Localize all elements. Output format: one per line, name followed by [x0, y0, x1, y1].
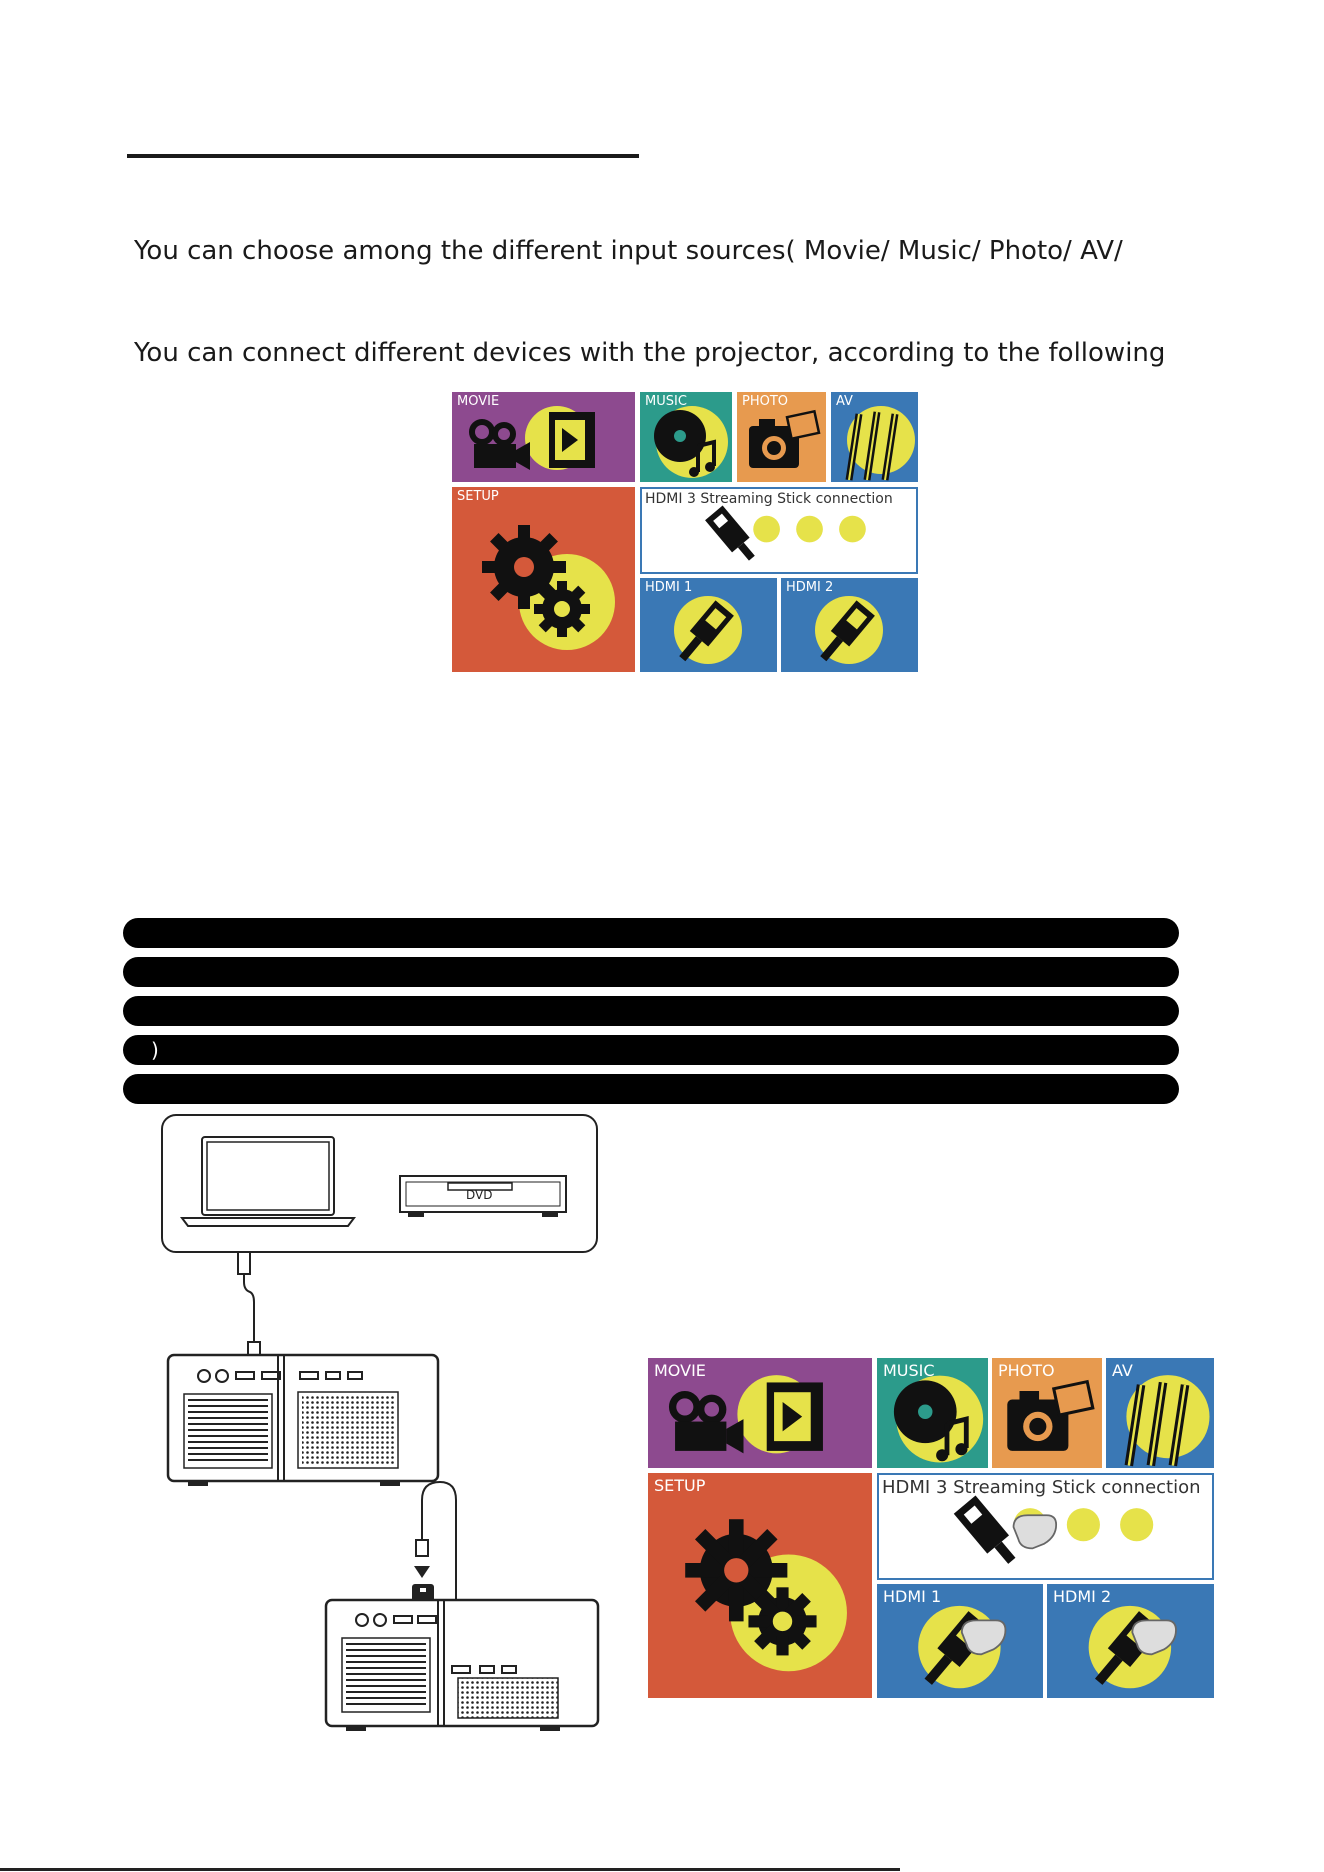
tile-label-movie: MOVIE — [457, 394, 500, 409]
section-heading-underline — [127, 154, 639, 158]
instruction-bar-2 — [123, 957, 1179, 987]
tile-music[interactable]: MUSIC — [877, 1358, 988, 1468]
hdmi-cable-icon — [815, 596, 883, 664]
page-bottom-rule — [0, 1868, 900, 1871]
hdmi-stick-icon — [953, 1495, 1154, 1564]
dvd-label: DVD — [466, 1188, 493, 1202]
instruction-bar-4: ) — [123, 1035, 1179, 1065]
hdmi-stick-icon — [705, 505, 866, 561]
gear-icon — [482, 525, 615, 650]
instruction-bar-1 — [123, 918, 1179, 948]
tile-music[interactable]: MUSIC — [640, 392, 732, 482]
tile-label-photo: PHOTO — [998, 1361, 1055, 1380]
tile-label-hdmi3: HDMI 3 Streaming Stick connection — [645, 491, 893, 507]
pointing-hand-icon — [1012, 1514, 1058, 1550]
tile-hdmi3[interactable]: HDMI 3 Streaming Stick connection — [877, 1473, 1214, 1580]
paragraph-connect-devices: You can connect different devices with t… — [134, 338, 1166, 368]
tile-label-music: MUSIC — [645, 394, 687, 409]
music-disc-icon — [893, 1375, 984, 1463]
tile-hdmi2[interactable]: HDMI 2 — [1047, 1584, 1214, 1698]
tile-label-setup: SETUP — [654, 1476, 706, 1495]
tile-movie[interactable]: MOVIE — [648, 1358, 872, 1468]
tile-label-hdmi2: HDMI 2 — [1053, 1587, 1112, 1606]
tile-label-setup: SETUP — [457, 489, 499, 504]
paragraph-input-sources: You can choose among the different input… — [134, 236, 1123, 266]
tile-label-photo: PHOTO — [742, 394, 789, 409]
camera-icon — [1007, 1379, 1095, 1451]
instruction-bar-3 — [123, 996, 1179, 1026]
gear-icon — [685, 1519, 847, 1672]
tile-hdmi2[interactable]: HDMI 2 — [781, 578, 918, 672]
tile-label-movie: MOVIE — [654, 1361, 706, 1380]
tile-setup[interactable]: SETUP — [648, 1473, 872, 1698]
tile-av[interactable]: AV — [831, 392, 918, 482]
tile-movie[interactable]: MOVIE — [452, 392, 635, 482]
tile-hdmi3[interactable]: HDMI 3 Streaming Stick connection — [640, 487, 918, 574]
input-source-menu-small: MOVIE MUSIC PHOTO AV — [452, 392, 918, 672]
projector-icon — [324, 1598, 600, 1731]
instruction-bar-4-text: ) — [151, 1038, 159, 1062]
tile-label-av: AV — [836, 394, 853, 409]
hdmi-cable-icon — [1088, 1605, 1177, 1689]
camera-icon — [749, 409, 821, 468]
movie-camera-icon — [668, 1375, 823, 1454]
tile-hdmi1[interactable]: HDMI 1 — [640, 578, 777, 672]
tile-av[interactable]: AV — [1106, 1358, 1214, 1468]
tile-hdmi1[interactable]: HDMI 1 — [877, 1584, 1043, 1698]
movie-camera-icon — [469, 406, 595, 470]
tile-label-hdmi1: HDMI 1 — [645, 580, 693, 595]
input-source-menu-large: MOVIE MUSIC PHOTO AV — [648, 1358, 1214, 1698]
tile-setup[interactable]: SETUP — [452, 487, 635, 672]
tile-label-hdmi2: HDMI 2 — [786, 580, 834, 595]
tile-label-hdmi3: HDMI 3 Streaming Stick connection — [882, 1477, 1201, 1498]
tile-photo[interactable]: PHOTO — [992, 1358, 1102, 1468]
hdmi-cable-icon — [918, 1605, 1007, 1689]
connection-diagram — [161, 1114, 600, 1731]
tile-label-hdmi1: HDMI 1 — [883, 1587, 942, 1606]
av-cable-icon — [1124, 1375, 1210, 1467]
tile-photo[interactable]: PHOTO — [737, 392, 826, 482]
hdmi-cable-icon — [674, 596, 742, 664]
tile-label-music: MUSIC — [883, 1361, 935, 1380]
av-cable-icon — [845, 406, 915, 481]
tile-label-av: AV — [1112, 1361, 1133, 1380]
instruction-bar-5 — [123, 1074, 1179, 1104]
projector-icon — [166, 1353, 440, 1486]
music-disc-icon — [654, 406, 728, 478]
dvd-player-icon — [399, 1175, 567, 1217]
laptop-icon — [180, 1136, 356, 1227]
